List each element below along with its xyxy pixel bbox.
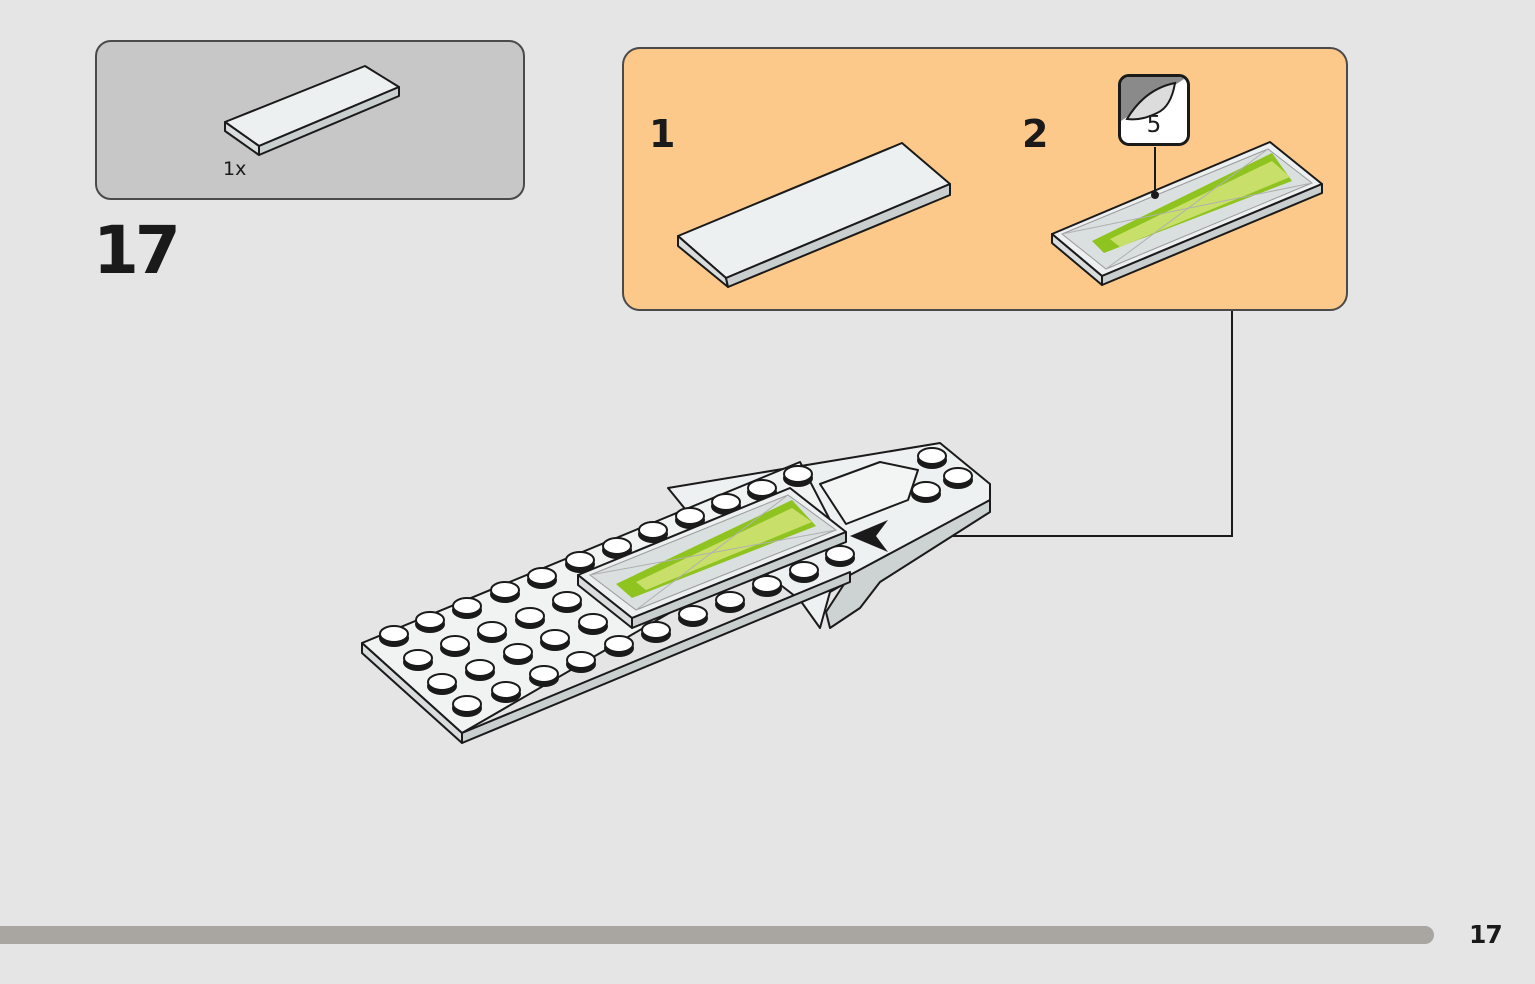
parts-list-box: 1x (95, 40, 525, 200)
sub-assembly-images (677, 141, 1323, 288)
sticker-callout: 5 (1118, 74, 1190, 146)
tile-with-sticker (1051, 141, 1323, 286)
sub-step-number-1: 1 (649, 112, 676, 156)
sticker-sheet-icon (1121, 77, 1187, 121)
sub-step-number-2: 2 (1022, 112, 1049, 156)
sticker-number: 5 (1146, 112, 1162, 138)
studs (379, 447, 973, 717)
progress-bar (0, 926, 1434, 944)
part-quantity: 1x (223, 158, 247, 180)
placed-sticker-tile (577, 487, 847, 629)
sub-assembly-box: 1 2 (622, 47, 1348, 311)
tile-plain (677, 142, 951, 288)
part-tile-image (224, 65, 400, 156)
step-number: 17 (93, 212, 181, 289)
arrow-icon (850, 520, 888, 552)
page-number: 17 (1469, 920, 1503, 949)
